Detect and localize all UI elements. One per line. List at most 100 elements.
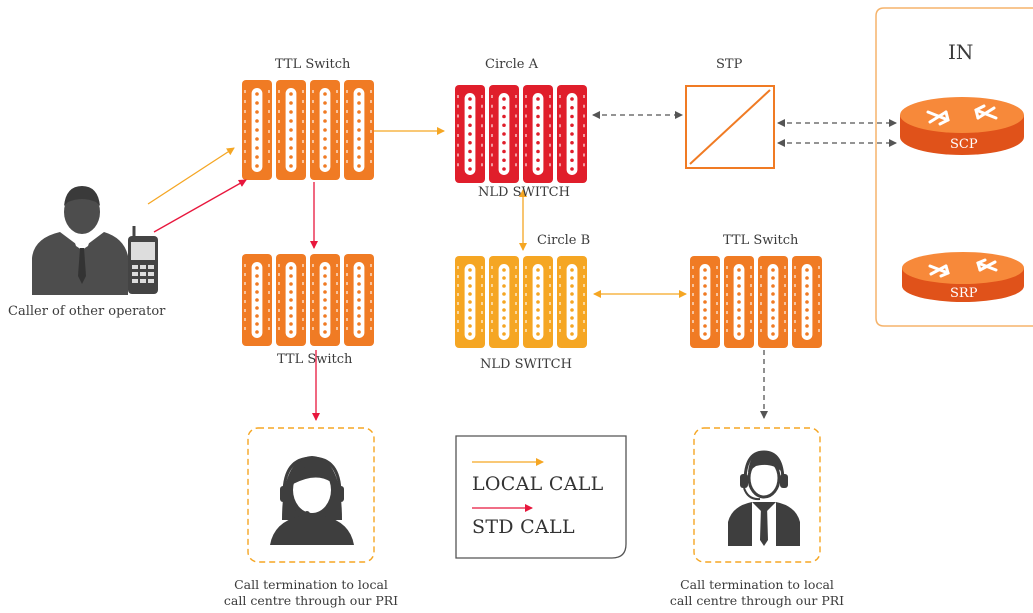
switch-port-dot [323, 155, 327, 159]
switch-port-dot [289, 155, 293, 159]
switch-port-dot [468, 123, 472, 128]
female-headset-agent-icon [270, 456, 354, 545]
switch-port-dot [771, 300, 775, 304]
switch-rib [370, 120, 372, 123]
switch-rib [268, 291, 270, 294]
switch-rib [784, 293, 786, 296]
switch-port-dot [289, 266, 293, 270]
switch-rib [278, 309, 280, 312]
switch-port-dot [502, 332, 506, 336]
switch-rib [370, 130, 372, 133]
switch-rib [525, 311, 527, 314]
switch-port-dot [357, 155, 361, 159]
switch-port-dot [771, 268, 775, 272]
switch-port-dot [323, 282, 327, 286]
switch-rib [457, 329, 459, 332]
switch-rib [481, 320, 483, 323]
switch-rib [559, 134, 561, 137]
switch-rib [370, 100, 372, 103]
switch-port-dot [737, 268, 741, 272]
switch-rib [346, 110, 348, 113]
switch-rib [244, 140, 246, 143]
switch-port-dot [323, 164, 327, 168]
switch-rib [457, 163, 459, 167]
switch-rib [336, 160, 338, 163]
switch-rib [312, 273, 314, 276]
termination-box-right [693, 427, 821, 563]
switch-rib [481, 163, 483, 167]
switch-port-dot [771, 276, 775, 280]
switch-port-dot [703, 332, 707, 336]
switch-port-dot [357, 274, 361, 278]
switch-port-dot [805, 300, 809, 304]
switch-rib [346, 273, 348, 276]
switch-rib [559, 284, 561, 287]
switch-port-dot [737, 300, 741, 304]
switch-rib [692, 284, 694, 287]
switch-rib [726, 320, 728, 323]
switch-port-dot [255, 290, 259, 294]
switch-rib [370, 309, 372, 312]
switch-rib [559, 320, 561, 323]
switch-rib [559, 311, 561, 314]
switch-rib [336, 300, 338, 303]
switch-rib [525, 329, 527, 332]
switch-port-dot [570, 140, 574, 145]
switch-rib [794, 329, 796, 332]
switch-rib [278, 282, 280, 285]
switch-rib [794, 293, 796, 296]
switch-rib [491, 95, 493, 98]
switch-rib [302, 300, 304, 303]
switch-port-dot [289, 282, 293, 286]
switch-rib [549, 284, 551, 287]
switch-rib [692, 320, 694, 323]
switch-port-dot [805, 284, 809, 288]
switch-rib [336, 282, 338, 285]
switch-rib [346, 130, 348, 133]
switch-rib [692, 293, 694, 296]
switch-port-dot [255, 282, 259, 286]
switch-port-dot [357, 330, 361, 334]
switch-rib [559, 95, 561, 98]
switch-rib [302, 318, 304, 321]
switch-port-dot [468, 149, 472, 154]
switch-rib [794, 266, 796, 269]
switch-rib [549, 329, 551, 332]
switch-rib [370, 318, 372, 321]
switch-rib [312, 309, 314, 312]
switch-rib [278, 110, 280, 113]
switch-port-dot [289, 110, 293, 114]
switch-rib [515, 329, 517, 332]
ttl-switch-top-label: TTL Switch [275, 57, 351, 72]
switch-rib [726, 293, 728, 296]
switch-rib [336, 100, 338, 103]
switch-port-dot [536, 324, 540, 328]
switch-rib [491, 134, 493, 137]
switch-port-dot [289, 322, 293, 326]
switch-rib [515, 284, 517, 287]
switch-port-dot [289, 314, 293, 318]
switch-rib [549, 153, 551, 157]
switch-port-dot [255, 128, 259, 132]
switch-port-dot [502, 292, 506, 296]
switch-rib [491, 124, 493, 128]
switch-rib [583, 163, 585, 167]
switch-rib [716, 329, 718, 332]
switch-rib [346, 282, 348, 285]
srp-label: SRP [950, 286, 978, 301]
switch-port-dot [468, 140, 472, 145]
termination-box-left [247, 427, 375, 563]
switch-port-dot [805, 276, 809, 280]
switch-rib [302, 309, 304, 312]
switch-port-dot [357, 110, 361, 114]
switch-rib [726, 311, 728, 314]
switch-rib [549, 311, 551, 314]
switch-port-dot [536, 292, 540, 296]
switch-rib [268, 264, 270, 267]
switch-rib [457, 293, 459, 296]
switch-port-dot [536, 332, 540, 336]
switch-rib [278, 318, 280, 321]
switch-rib [370, 291, 372, 294]
switch-rib [244, 160, 246, 163]
